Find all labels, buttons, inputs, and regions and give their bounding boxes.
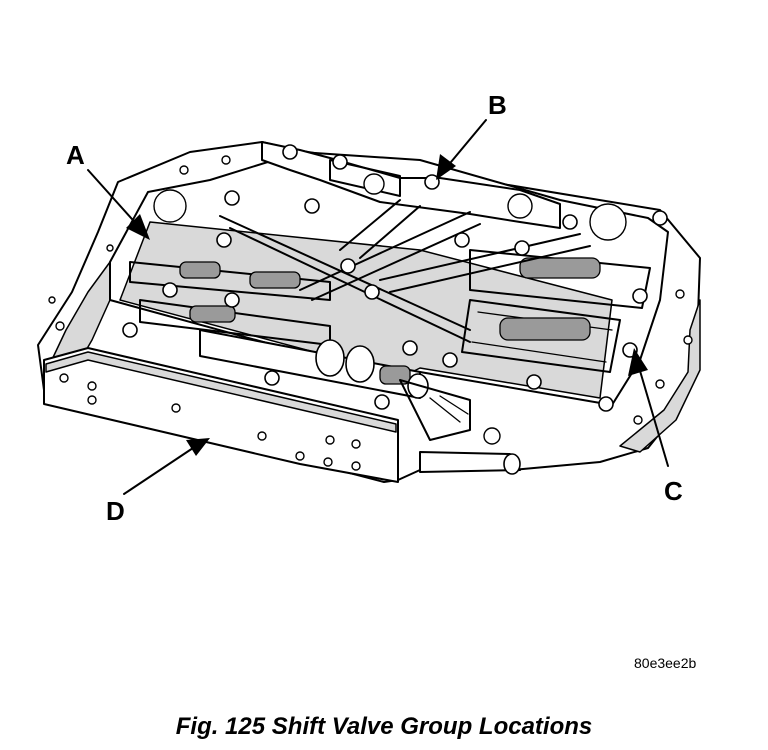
valve-bores-left xyxy=(129,261,331,346)
manual-lever-linkage xyxy=(399,379,521,475)
arrow-c-head xyxy=(628,348,648,376)
callout-b: B xyxy=(488,90,507,120)
image-id: 80e3ee2b xyxy=(634,655,697,671)
callout-c: C xyxy=(664,476,683,506)
figure-caption: Fig. 125 Shift Valve Group Locations xyxy=(175,713,593,740)
valve-bores-right xyxy=(461,249,651,373)
arrow-d-head xyxy=(186,438,210,456)
arrow-a-head xyxy=(126,214,150,240)
valve-body-side-plate xyxy=(43,347,399,483)
arrow-b-head xyxy=(436,154,456,180)
valve-body-bolts xyxy=(122,144,668,412)
side-plate-holes xyxy=(48,155,693,471)
leader-arrows xyxy=(87,119,669,495)
callout-a: A xyxy=(66,140,85,170)
shift-valve-spool xyxy=(199,329,429,399)
callout-d: D xyxy=(106,496,125,526)
